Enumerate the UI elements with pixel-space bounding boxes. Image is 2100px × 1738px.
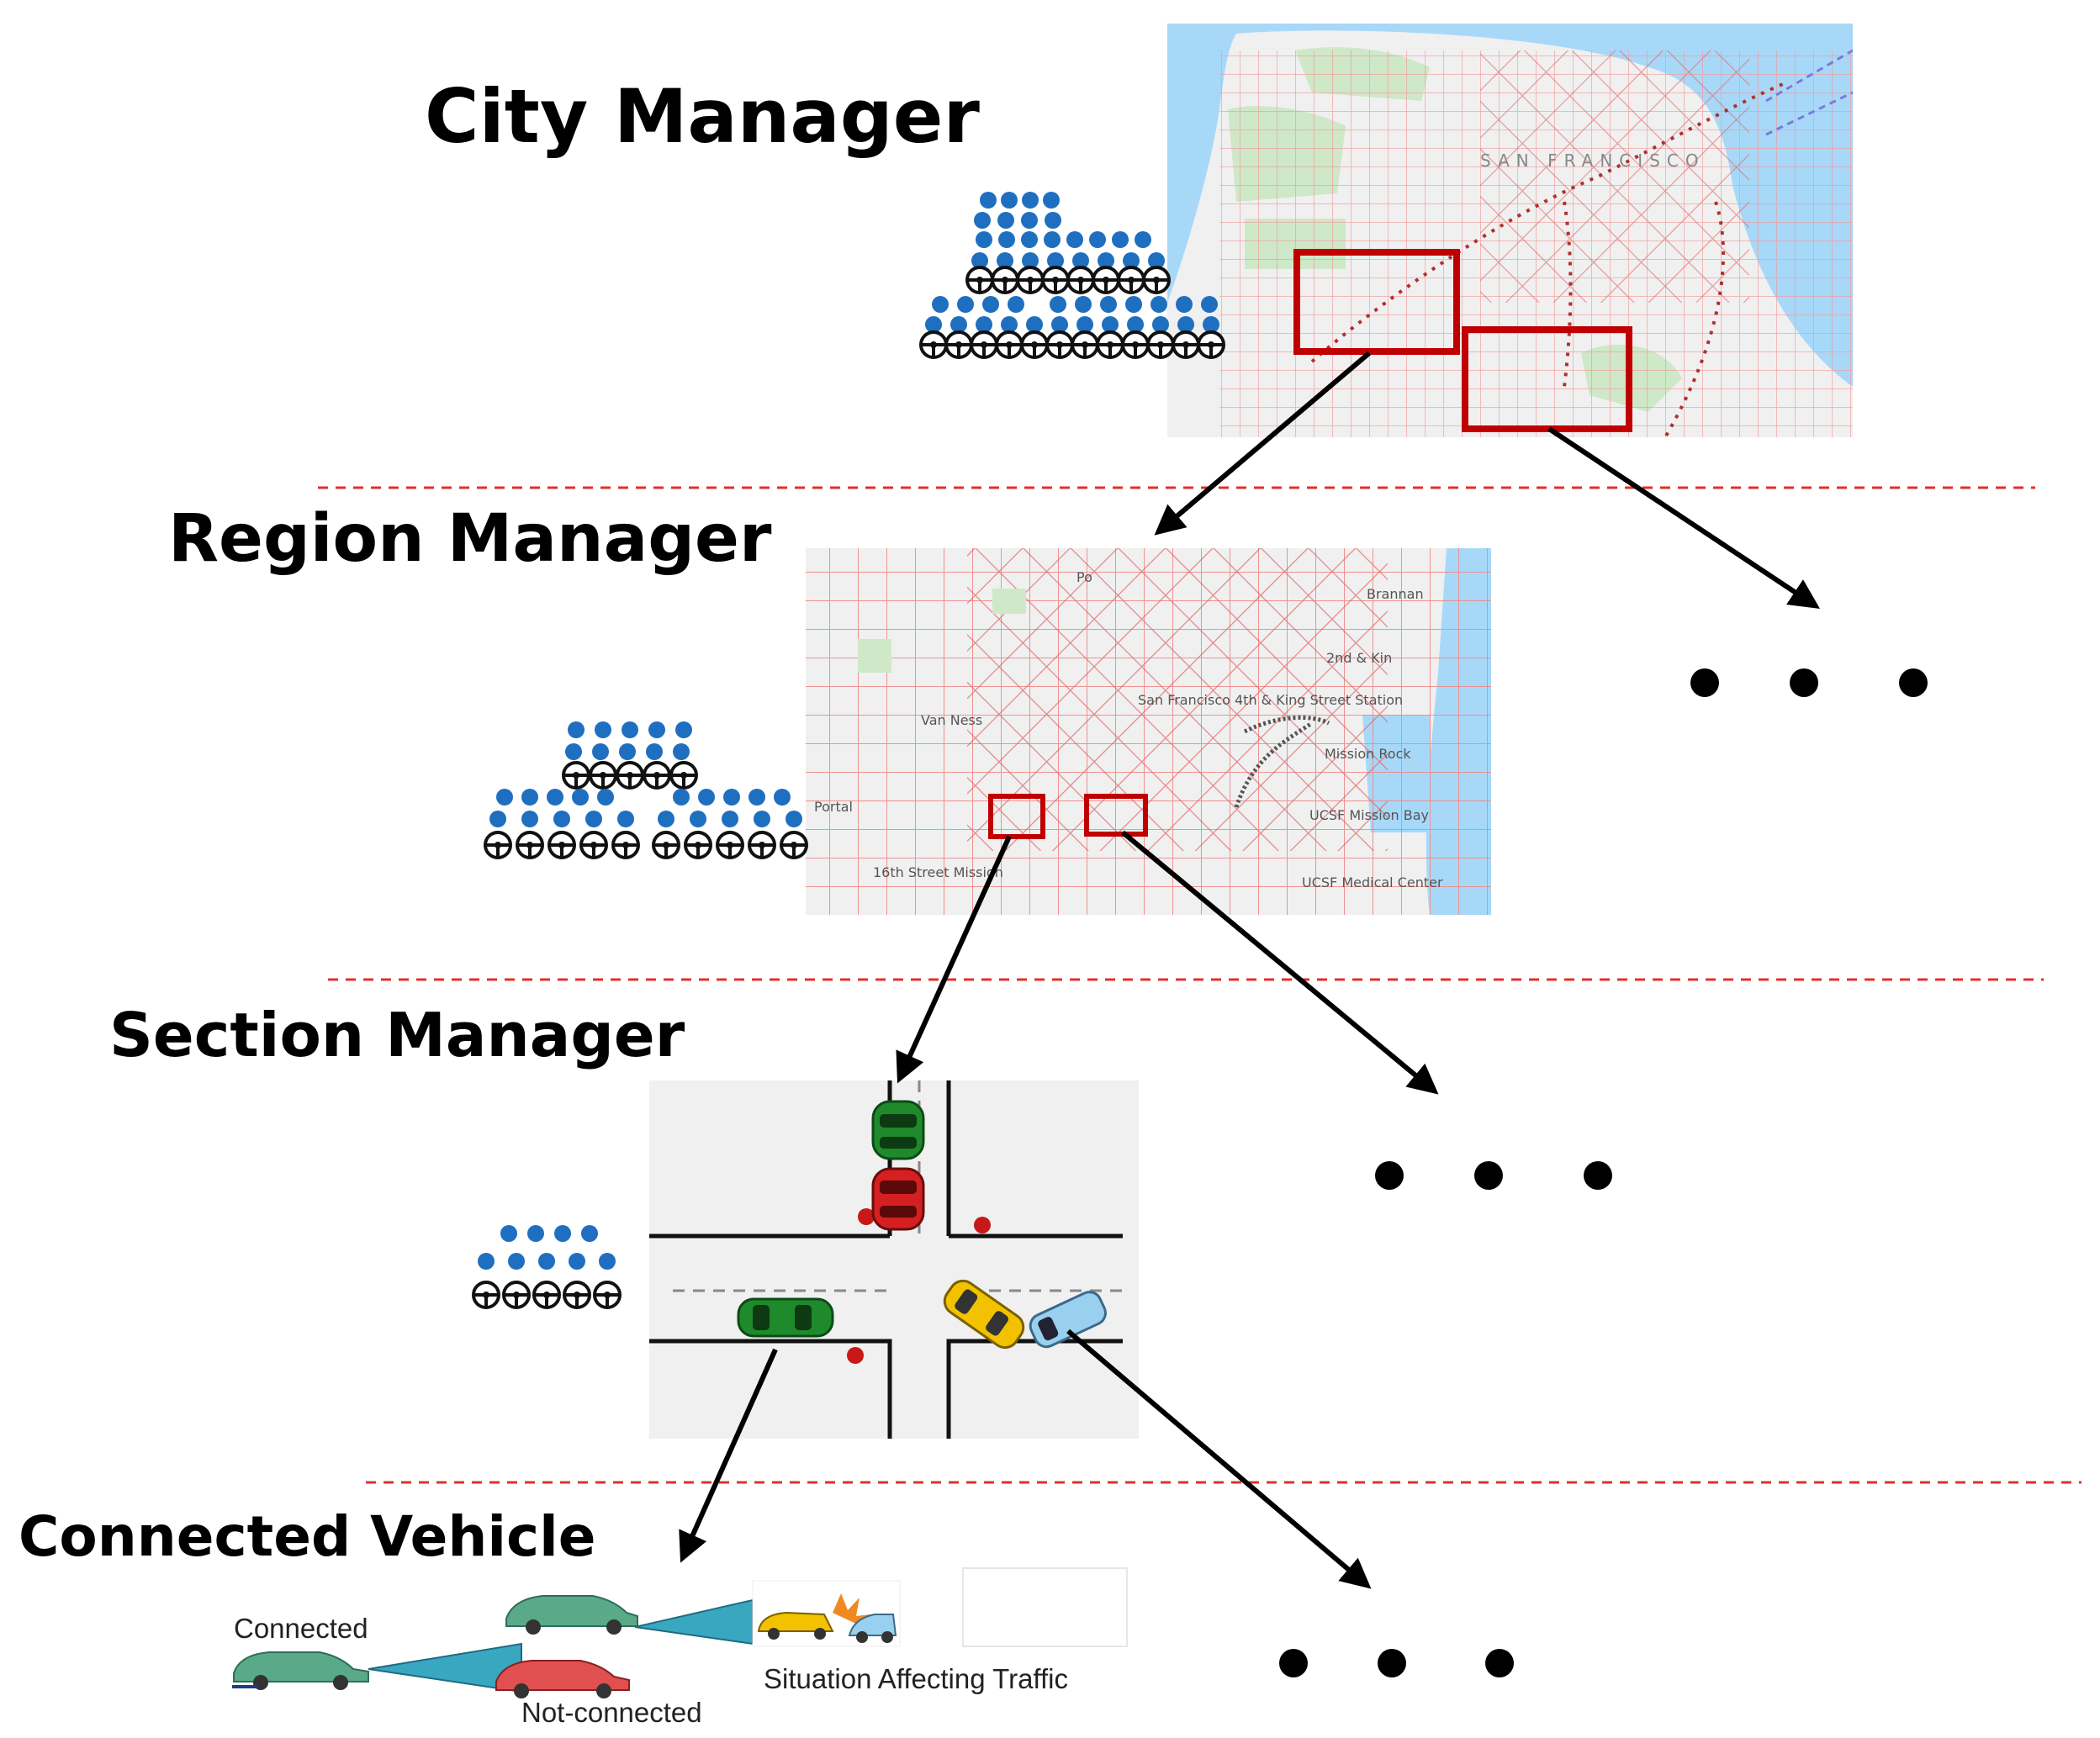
city-map-label: SAN FRANCISCO: [1480, 151, 1706, 171]
region-label-ucsf-medical: UCSF Medical Center: [1302, 874, 1443, 890]
section-intersection: [649, 1080, 1139, 1439]
arrow-icon: [679, 1348, 778, 1563]
region-label-16th-street: 16th Street Mission: [873, 864, 1003, 880]
region-highlight-box-2: [1084, 794, 1148, 837]
arrow-icon: [1154, 351, 1371, 536]
car-icon: [871, 1167, 925, 1231]
steering-wheel-icon: [919, 330, 1225, 359]
city-manager-title: City Manager: [425, 73, 980, 160]
region-label-4th-king-station: San Francisco 4th & King Street Station: [1138, 692, 1403, 708]
car-icon: [505, 1595, 638, 1635]
car-icon: [737, 1297, 834, 1338]
steering-wheel-icon: [965, 266, 1171, 294]
region-label-brannan: Brannan: [1367, 586, 1424, 602]
region-crowd-icon: [484, 721, 808, 859]
empty-legend-box: [962, 1567, 1128, 1647]
arrow-icon: [1066, 1329, 1372, 1589]
car-icon: [495, 1660, 630, 1698]
region-map: Po Brannan 2nd & Kin San Francisco 4th &…: [806, 548, 1491, 915]
level-separators: [318, 486, 2081, 1484]
region-label-2nd-king: 2nd & Kin: [1326, 650, 1392, 666]
region-label-mission-rock: Mission Rock: [1325, 746, 1411, 762]
legend-not-connected-label: Not-connected: [521, 1697, 702, 1728]
traffic-signal-icon: [974, 1217, 991, 1234]
section-crowd-icon: [472, 1225, 622, 1309]
car-icon: [871, 1100, 925, 1160]
legend-situation-label: Situation Affecting Traffic: [764, 1663, 1069, 1694]
car-icon: [232, 1651, 369, 1690]
city-highlight-box-1: [1293, 249, 1460, 355]
steering-wheel-icon: [562, 761, 698, 790]
arrow-icon: [1547, 426, 1820, 609]
section-manager-title: Section Manager: [109, 1000, 685, 1070]
region-label-portal: Portal: [814, 799, 853, 815]
crash-icon: [752, 1580, 901, 1647]
arrow-icon: [896, 835, 1012, 1084]
traffic-signal-icon: [847, 1347, 864, 1364]
connected-vehicle-title: Connected Vehicle: [19, 1504, 596, 1569]
region-highlight-box-1: [988, 794, 1045, 839]
region-manager-title: Region Manager: [168, 501, 772, 577]
region-label-ucsf-mission-bay: UCSF Mission Bay: [1309, 807, 1429, 823]
continuation-markers: [1279, 668, 1928, 1677]
steering-wheel-icon: [484, 831, 808, 859]
steering-wheel-icon: [472, 1281, 622, 1309]
traffic-signal-icon: [858, 1208, 875, 1225]
vehicle-legend: [232, 1567, 1128, 1698]
arrow-icon: [1121, 830, 1439, 1095]
city-map: SAN FRANCISCO: [1167, 24, 1853, 437]
hierarchy-arrows: [679, 351, 1820, 1589]
region-label-po: Po: [1076, 569, 1092, 585]
sensing-beam-icon: [634, 1598, 754, 1646]
legend-connected-label: Connected: [234, 1613, 368, 1644]
city-highlight-box-2: [1462, 326, 1632, 432]
car-icon: [943, 1279, 1025, 1350]
region-label-van-ness: Van Ness: [921, 712, 982, 728]
